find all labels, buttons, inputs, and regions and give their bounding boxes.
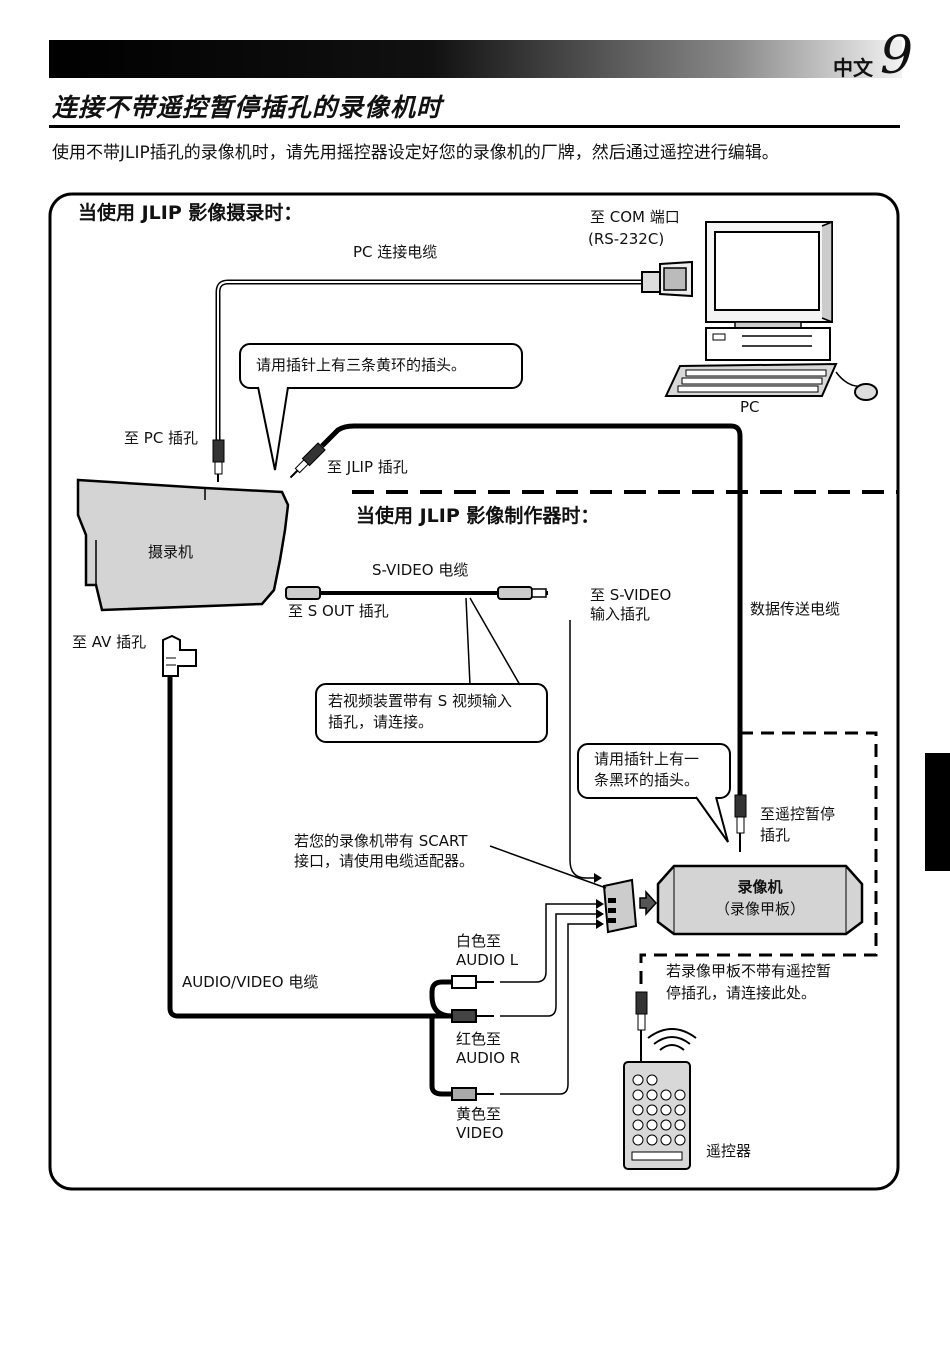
to-sout-jack-label: 至 S OUT 插孔 bbox=[288, 602, 389, 620]
red-to-label: 红色至 bbox=[456, 1030, 502, 1048]
mouse-icon bbox=[835, 371, 878, 401]
data-cable bbox=[320, 423, 743, 795]
to-pc-jack-label: 至 PC 插孔 bbox=[124, 429, 199, 447]
scart-note-line bbox=[489, 845, 607, 889]
vcr-label-1: 录像机 bbox=[737, 878, 783, 896]
video-label: VIDEO bbox=[456, 1124, 504, 1142]
jlip-section-title: 当使用 JLIP 影像摄录时： bbox=[78, 202, 303, 224]
vcr-label-2: （录像甲板） bbox=[714, 900, 805, 918]
remote-label: 遥控器 bbox=[706, 1142, 752, 1160]
production-section-title: 当使用 JLIP 影像制作器时： bbox=[356, 505, 600, 527]
to-jlip-jack-label: 至 JLIP 插孔 bbox=[327, 458, 408, 476]
no-remote-note-2: 停插孔，请连接此处。 bbox=[666, 984, 817, 1002]
db9-connector-icon bbox=[641, 260, 693, 298]
rca-plug-red-icon bbox=[451, 1009, 494, 1023]
callout-black-ring-text-2: 条黑环的插头。 bbox=[594, 771, 700, 789]
audio-r-label: AUDIO R bbox=[456, 1049, 521, 1067]
av-plug-icon bbox=[162, 634, 197, 677]
remote-plug-icon bbox=[635, 991, 648, 1062]
header-language: 中文 bbox=[833, 56, 873, 80]
audio-l-label: AUDIO L bbox=[456, 951, 519, 969]
callout-svideo-text-1: 若视频装置带有 S 视频输入 bbox=[328, 692, 513, 710]
to-remote-pause-label-1: 至遥控暂停 bbox=[760, 805, 836, 823]
keyboard-icon bbox=[664, 362, 838, 397]
pc-unit-icon bbox=[705, 327, 831, 361]
section-rule bbox=[49, 125, 900, 128]
callout-svideo-text-2: 插孔，请连接。 bbox=[328, 713, 434, 731]
callout-svideo-bubble bbox=[315, 597, 548, 743]
pc-monitor-icon bbox=[705, 220, 833, 329]
to-svideo-input-label-2: 输入插孔 bbox=[590, 605, 651, 623]
pc-plug-icon bbox=[212, 439, 225, 482]
intro-text: 使用不带JLIP插孔的录像机时，请先用摇控器设定好您的录像机的厂牌，然后通过遥控… bbox=[52, 143, 779, 163]
rca-plug-white-icon bbox=[451, 975, 494, 989]
no-remote-note-1: 若录像甲板不带有遥控暂 bbox=[666, 962, 832, 980]
bypass-dashed-route bbox=[639, 731, 878, 992]
camcorder-icon bbox=[76, 478, 290, 612]
side-tab bbox=[925, 753, 950, 871]
callout-three-rings-bubble bbox=[239, 343, 523, 471]
svideo-cable bbox=[285, 586, 548, 600]
yellow-to-label: 黄色至 bbox=[456, 1105, 502, 1123]
jlip-plug-icon bbox=[289, 442, 326, 479]
pc-cable-label: PC 连接电缆 bbox=[353, 243, 438, 261]
rca-plug-yellow-icon bbox=[451, 1087, 494, 1101]
page-number: 9 bbox=[880, 26, 914, 86]
camcorder-label: 摄录机 bbox=[148, 543, 194, 561]
remote-pause-plug-icon bbox=[734, 794, 747, 852]
to-remote-pause-label-2: 插孔 bbox=[760, 826, 791, 844]
scart-note-1: 若您的录像机带有 SCART bbox=[294, 832, 468, 850]
remote-control-icon bbox=[623, 1028, 697, 1170]
to-svideo-input-label-1: 至 S-VIDEO bbox=[590, 586, 672, 604]
av-cable-label: AUDIO/VIDEO 电缆 bbox=[182, 973, 319, 991]
to-av-jack-label: 至 AV 插孔 bbox=[72, 633, 147, 651]
com-port-label: 至 COM 端口 bbox=[590, 208, 680, 226]
svideo-to-adapter-line bbox=[569, 620, 594, 879]
vcr-icon bbox=[656, 864, 864, 936]
svideo-cable-label: S-VIDEO 电缆 bbox=[372, 561, 469, 579]
callout-black-ring-text-1: 请用插针上有一 bbox=[594, 750, 700, 768]
section-title: 连接不带遥控暂停插孔的录像机时 bbox=[52, 93, 443, 122]
rs232c-label: (RS-232C) bbox=[588, 230, 665, 248]
white-to-label: 白色至 bbox=[456, 932, 502, 950]
header-bar bbox=[49, 40, 902, 78]
callout-three-rings-text: 请用插针上有三条黄环的插头。 bbox=[256, 356, 467, 374]
av-cable bbox=[167, 676, 452, 1019]
scart-note-2: 接口，请使用电缆适配器。 bbox=[294, 852, 475, 870]
scart-adapter-icon bbox=[602, 878, 658, 934]
av-split-cable bbox=[429, 979, 453, 1097]
pc-label: PC bbox=[740, 398, 760, 416]
callout-black-ring-bubble bbox=[577, 743, 731, 843]
diagram-frame bbox=[48, 192, 900, 1191]
data-cable-label: 数据传送电缆 bbox=[750, 600, 841, 618]
